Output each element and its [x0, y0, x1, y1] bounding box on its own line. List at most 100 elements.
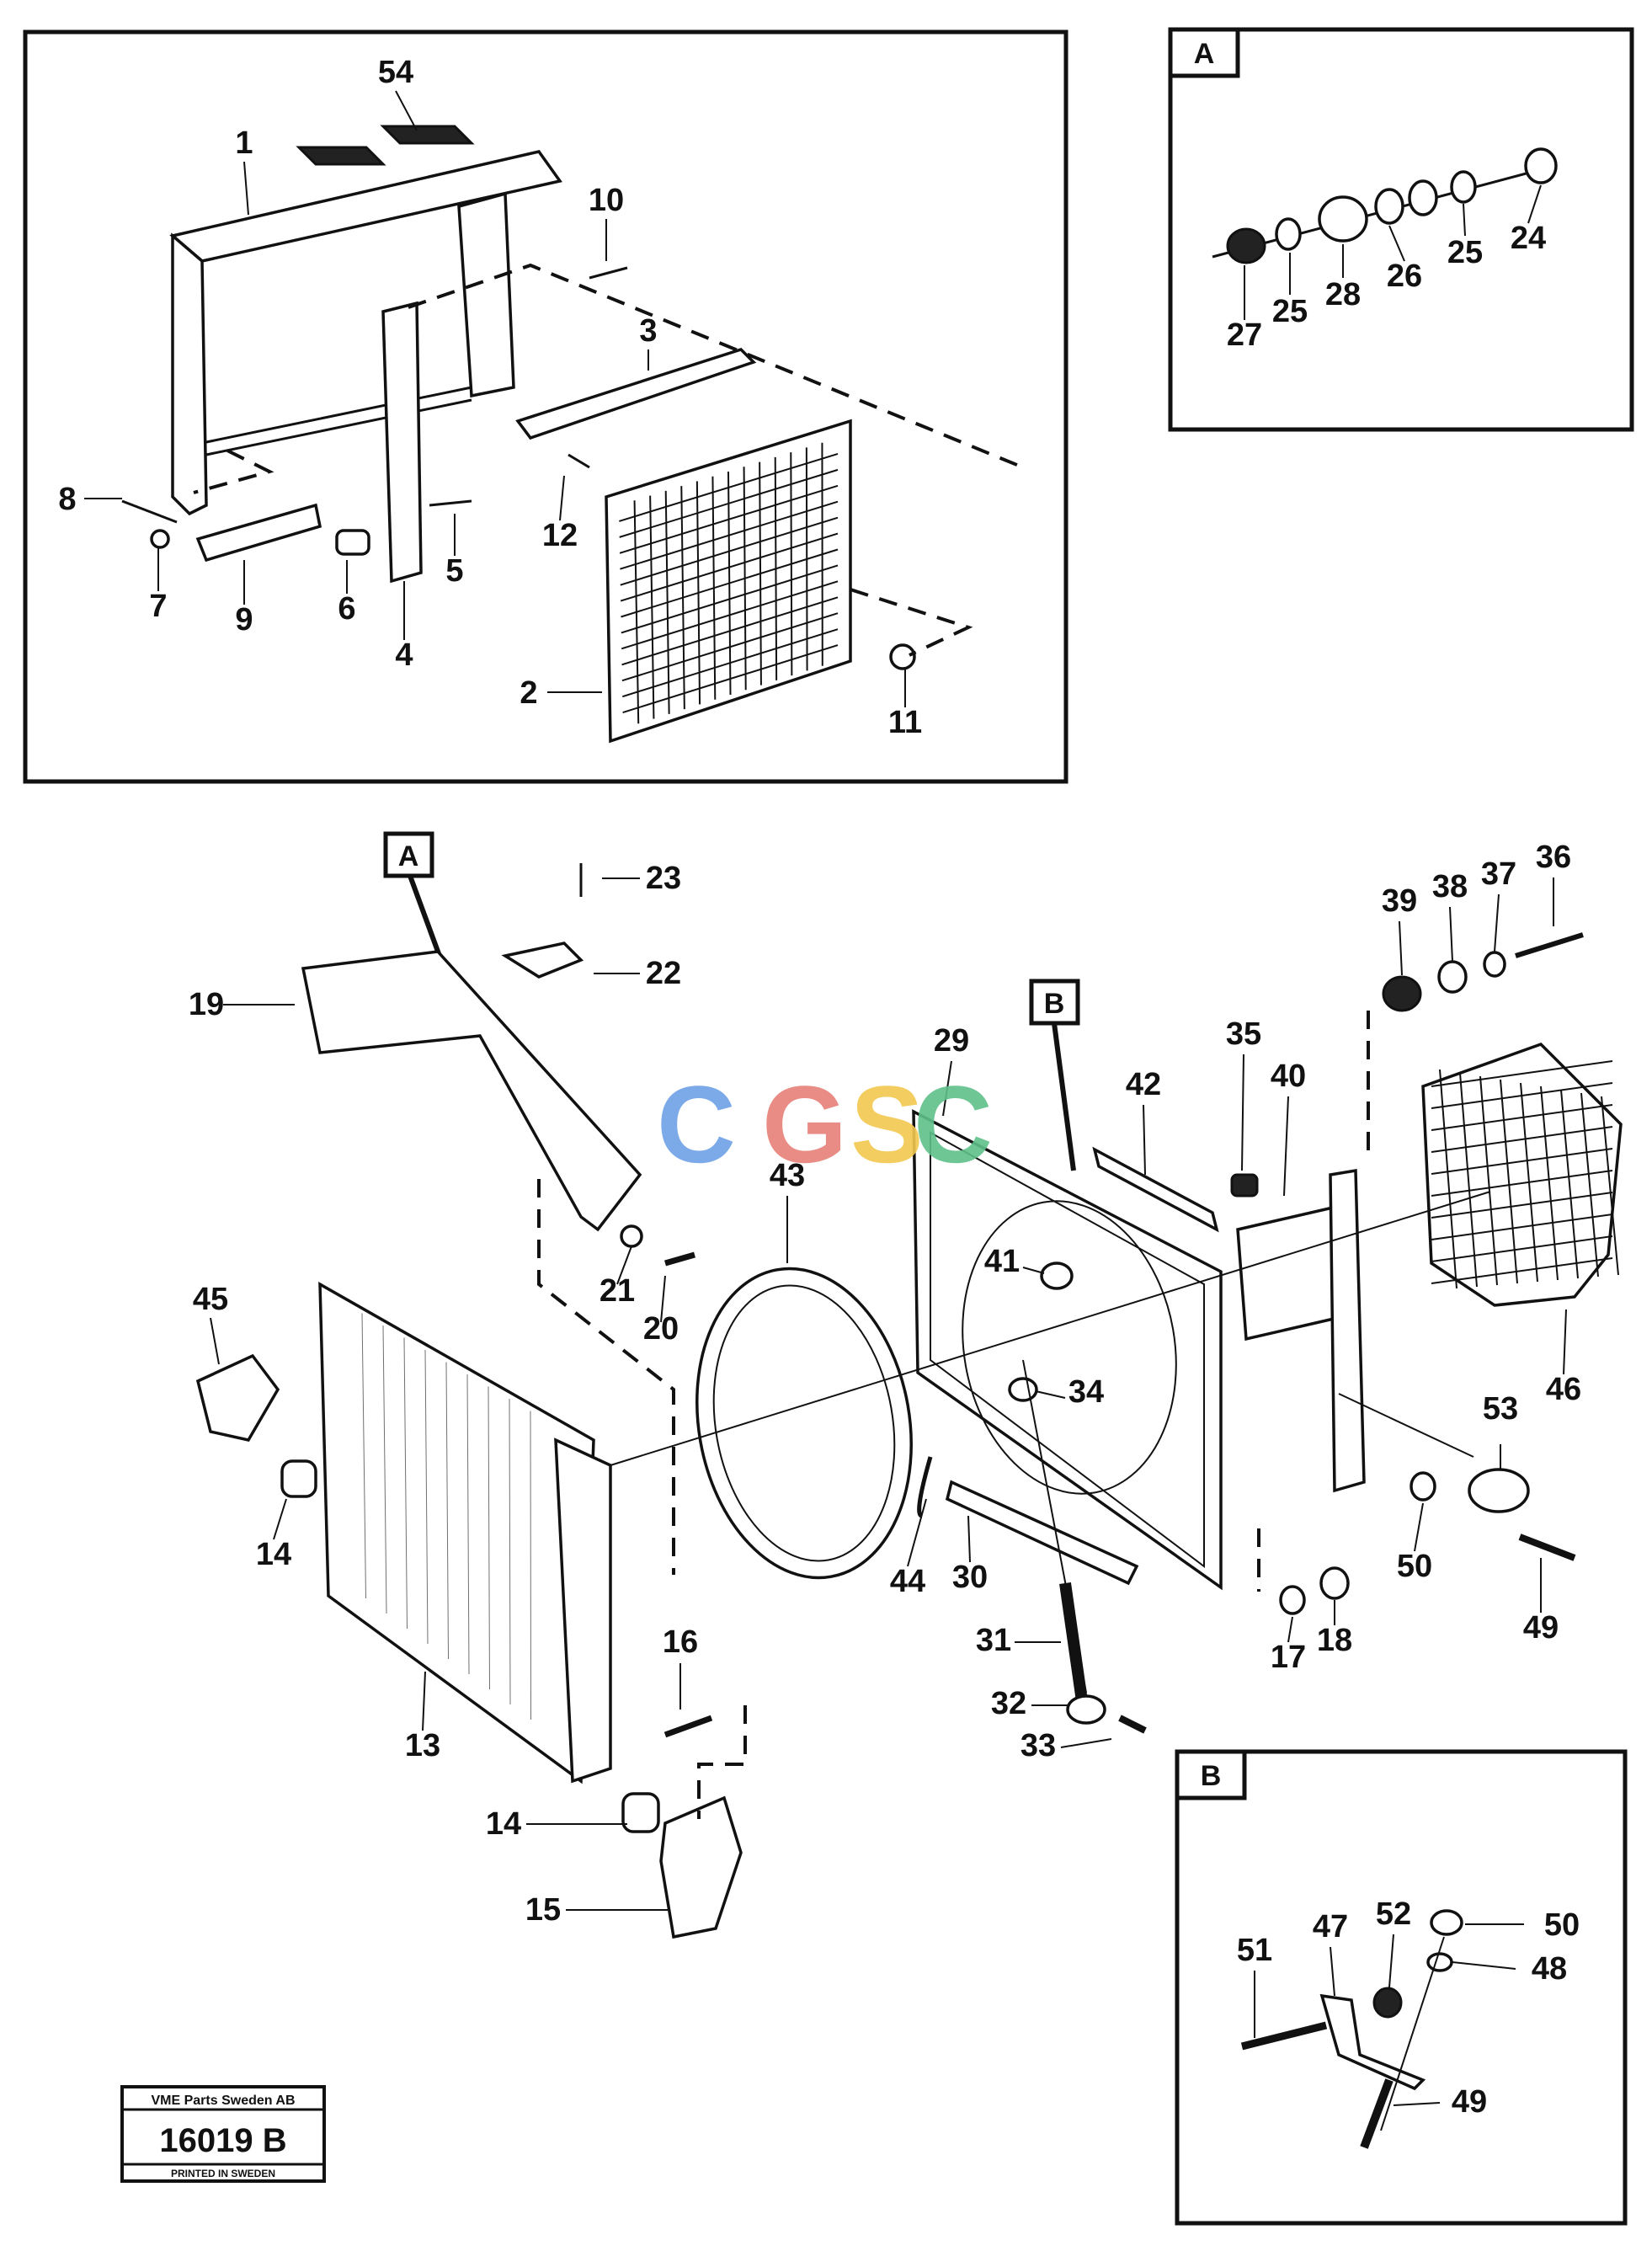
- part-number-label: 28: [1325, 277, 1361, 312]
- part-number-label: 15: [525, 1892, 561, 1928]
- washer-17: [1281, 1587, 1304, 1614]
- leader-line: [274, 1499, 286, 1539]
- leader-line: [1399, 921, 1402, 975]
- leader-line: [560, 476, 564, 520]
- leader-line: [908, 1499, 926, 1566]
- support-arm: [1330, 1171, 1364, 1491]
- washer-7: [152, 531, 168, 547]
- clip-22: [505, 943, 581, 977]
- stamp-code: 16019 B: [159, 2122, 286, 2159]
- bracket-47: [1322, 1996, 1423, 2088]
- bolt-5: [429, 501, 472, 505]
- callout-b-letter: B: [1044, 988, 1065, 1020]
- fan-ring: [674, 1251, 935, 1595]
- part-number-label: 50: [1544, 1907, 1580, 1943]
- part-number-label: 9: [235, 602, 253, 637]
- clamp-53: [1469, 1470, 1528, 1512]
- part-number-label: 14: [486, 1806, 521, 1842]
- spacer-38: [1439, 962, 1466, 992]
- stamp-company: VME Parts Sweden AB: [151, 2094, 295, 2108]
- part-number-label: 23: [646, 861, 681, 896]
- detail-a-letter: A: [1194, 38, 1215, 70]
- part-number-label: 19: [189, 987, 224, 1022]
- shroud-left-side: [173, 236, 206, 514]
- part-number-label: 40: [1271, 1059, 1306, 1094]
- nut-27: [1228, 229, 1265, 263]
- part-number-label: 30: [952, 1560, 988, 1595]
- part-number-label: 31: [976, 1623, 1011, 1658]
- part-number-label: 39: [1382, 883, 1417, 919]
- part-number-label: 14: [256, 1537, 291, 1572]
- nut-52: [1374, 1988, 1401, 2017]
- stamp-printed: PRINTED IN SWEDEN: [171, 2168, 275, 2179]
- mount-45: [198, 1356, 278, 1440]
- bolt-20: [665, 1255, 695, 1263]
- leader-line: [244, 162, 248, 215]
- part-number-label: 41: [984, 1244, 1020, 1279]
- spring-31: [1065, 1583, 1082, 1701]
- pin-33: [1120, 1718, 1145, 1731]
- leader-line: [1288, 1617, 1292, 1642]
- part-number-label: 33: [1021, 1728, 1056, 1763]
- washer-26b: [1410, 181, 1436, 215]
- part-number-label: 5: [445, 553, 463, 589]
- part-number-label: 51: [1237, 1933, 1272, 1968]
- part-number-label: 52: [1376, 1896, 1411, 1932]
- rubber-39: [1383, 977, 1420, 1011]
- part-number-label: 48: [1532, 1951, 1567, 1987]
- washer-21: [621, 1226, 642, 1246]
- leader-line: [968, 1516, 970, 1562]
- watermark: C G S C: [657, 1063, 993, 1186]
- part-number-label: 21: [600, 1273, 635, 1309]
- footer-stamp: VME Parts Sweden AB 16019 B PRINTED IN S…: [122, 2087, 324, 2181]
- pin-8: [122, 501, 177, 522]
- leader-line: [1242, 1054, 1244, 1171]
- pad-left: [299, 147, 383, 164]
- bushing-28: [1319, 197, 1367, 241]
- part-number-label: 36: [1536, 840, 1571, 875]
- shroud-right-side: [459, 194, 514, 396]
- part-number-label: 11: [888, 705, 922, 740]
- part-number-label: 49: [1523, 1610, 1559, 1646]
- leader-line: [1415, 1503, 1423, 1551]
- mount-15: [661, 1798, 741, 1937]
- nut-50b: [1431, 1911, 1462, 1934]
- part-number-label: 42: [1126, 1067, 1161, 1102]
- part-number-label: 49: [1452, 2084, 1487, 2120]
- filter-pads: [299, 126, 472, 164]
- washer-48: [1428, 1954, 1452, 1971]
- bolt-10: [589, 268, 627, 278]
- leader-line: [1564, 1310, 1566, 1374]
- leader-line: [396, 91, 417, 131]
- rubber-14a: [282, 1461, 316, 1496]
- part-number-label: 12: [542, 518, 578, 553]
- part-number-label: 7: [149, 589, 167, 624]
- nut-34: [1010, 1379, 1036, 1400]
- washer-25a: [1276, 219, 1300, 249]
- leader-line: [1330, 1947, 1335, 1996]
- part-number-label: 53: [1483, 1391, 1518, 1427]
- shroud-bottom-bar: [206, 387, 472, 442]
- part-number-label: 17: [1271, 1640, 1306, 1675]
- shroud-bottom-bar-edge: [206, 400, 472, 455]
- part-number-label: 50: [1397, 1549, 1432, 1584]
- nut-50: [1411, 1473, 1435, 1500]
- mesh-line: [775, 457, 776, 680]
- part-number-label: 25: [1447, 235, 1483, 270]
- watermark-c1: C: [657, 1063, 736, 1186]
- bracket-strip: [518, 349, 754, 438]
- shroud-frame: [173, 152, 560, 514]
- part-number-label: 16: [663, 1624, 698, 1660]
- part-number-label: 6: [338, 591, 355, 627]
- watermark-c2: C: [914, 1063, 993, 1186]
- side-rail: [383, 303, 421, 581]
- mesh-line: [530, 1411, 531, 1720]
- nut-32: [1068, 1696, 1105, 1723]
- leader-line: [1389, 226, 1404, 261]
- leader-line: [1061, 1739, 1111, 1747]
- washer-25b: [1452, 172, 1475, 202]
- part-number-label: 38: [1432, 869, 1468, 904]
